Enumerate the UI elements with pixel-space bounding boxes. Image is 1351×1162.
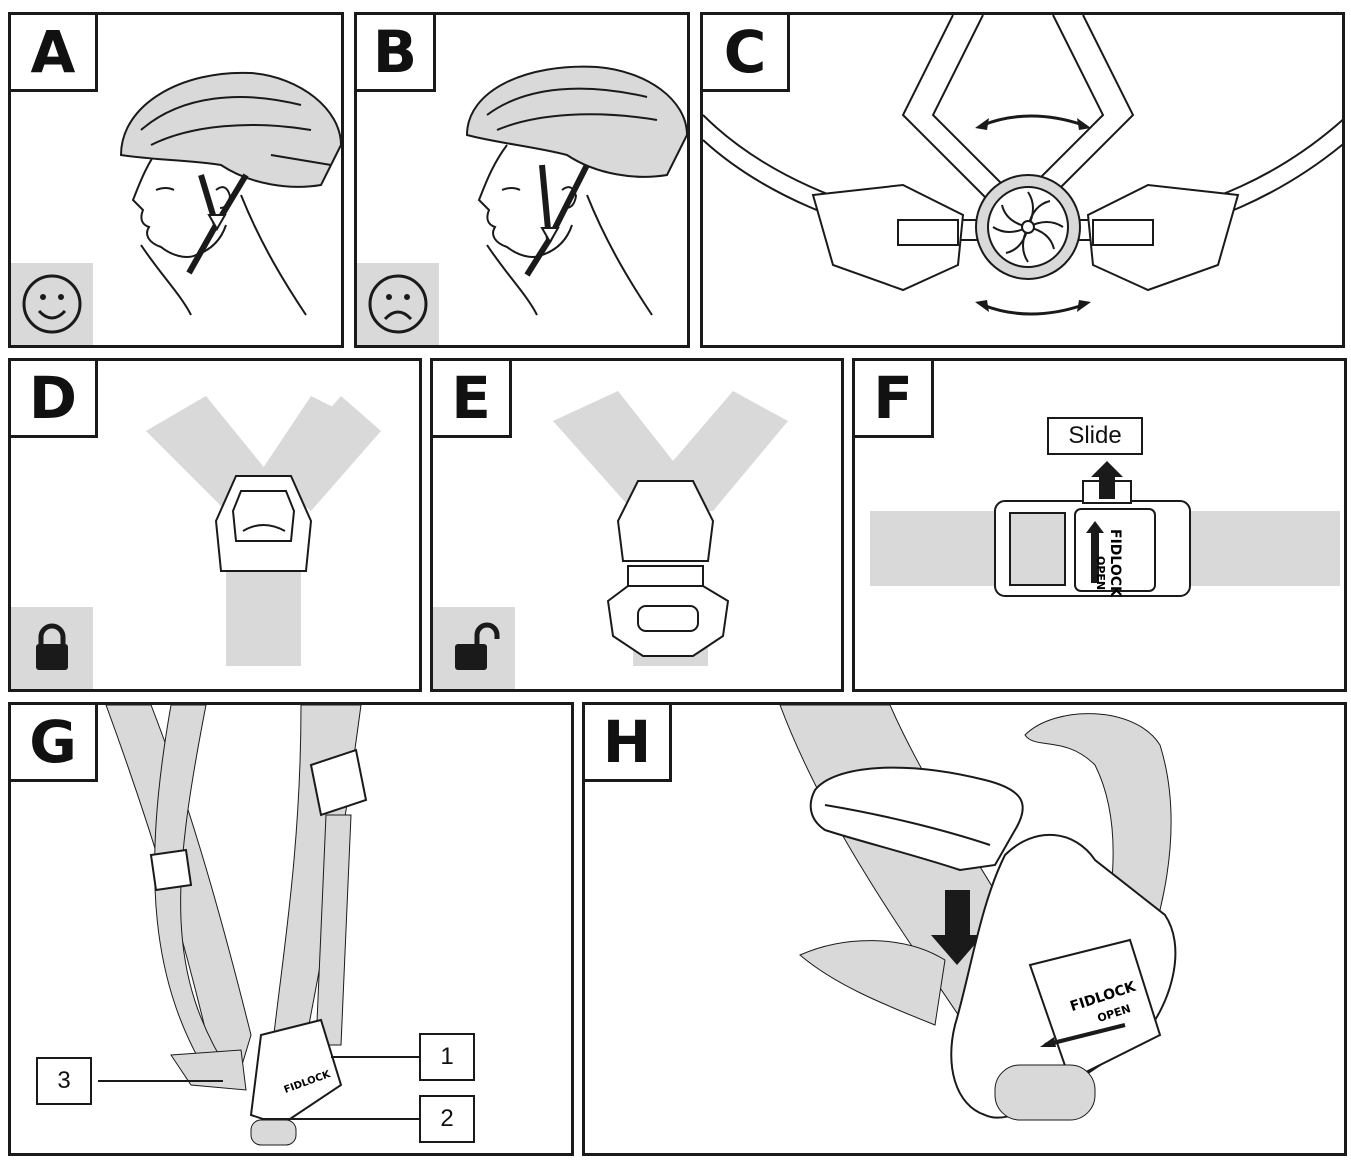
slide-label: Slide <box>1068 422 1122 449</box>
buckle-locked-illustration <box>146 396 381 666</box>
panel-c-tab: C <box>703 15 790 92</box>
callout-1: 1 <box>419 1033 475 1081</box>
panel-d-tab: D <box>11 361 98 438</box>
panel-d: D <box>8 358 422 692</box>
smiley-face-icon <box>22 274 82 334</box>
corner-badge <box>11 607 93 689</box>
panel-b-tab: B <box>357 15 436 92</box>
panel-label: E <box>451 364 491 432</box>
panel-a: A <box>8 12 344 348</box>
panel-h: FIDLOCK OPEN H <box>582 702 1347 1156</box>
panel-e-tab: E <box>433 361 512 438</box>
slide-release-illustration <box>870 461 1340 597</box>
panel-f-tab: F <box>855 361 934 438</box>
panel-label: G <box>29 708 77 776</box>
buckle-attach-illustration <box>779 705 1177 1121</box>
panel-label: B <box>372 18 418 86</box>
slide-label-box: Slide <box>1047 417 1143 455</box>
corner-badge <box>11 263 93 345</box>
helmet-incorrect-fit-illustration <box>465 65 687 316</box>
panel-h-tab: H <box>585 705 672 782</box>
panel-label: H <box>602 708 652 776</box>
panel-label: F <box>873 364 913 432</box>
panel-c: C <box>700 12 1345 348</box>
callout-2: 2 <box>419 1095 475 1143</box>
panel-label: C <box>723 18 767 86</box>
panel-f: Slide FIDLOCK OPEN F <box>852 358 1347 692</box>
callout-number: 2 <box>440 1105 454 1132</box>
corner-badge <box>433 607 515 689</box>
callout-number: 1 <box>440 1043 454 1070</box>
panel-b: B <box>354 12 690 348</box>
panel-label: D <box>28 364 78 432</box>
panel-g-tab: G <box>11 705 98 782</box>
panel-e: E <box>430 358 844 692</box>
panel-a-tab: A <box>11 15 98 92</box>
strap-parts-illustration <box>98 705 419 1146</box>
open-mark: OPEN <box>1094 556 1107 591</box>
panel-g: FIDLOCK 1 2 3 G <box>8 702 574 1156</box>
locked-padlock-icon <box>36 623 68 670</box>
callout-3: 3 <box>36 1057 92 1105</box>
callout-number: 3 <box>57 1067 71 1094</box>
buckle-unlocked-illustration <box>553 391 788 666</box>
frowny-face-icon <box>368 274 428 334</box>
fit-dial-illustration <box>703 15 1342 316</box>
corner-badge <box>357 263 439 345</box>
unlocked-padlock-icon <box>455 622 500 670</box>
helmet-correct-fit-illustration <box>119 71 341 316</box>
panel-label: A <box>30 18 76 86</box>
brand-mark: FIDLOCK <box>1107 529 1123 597</box>
